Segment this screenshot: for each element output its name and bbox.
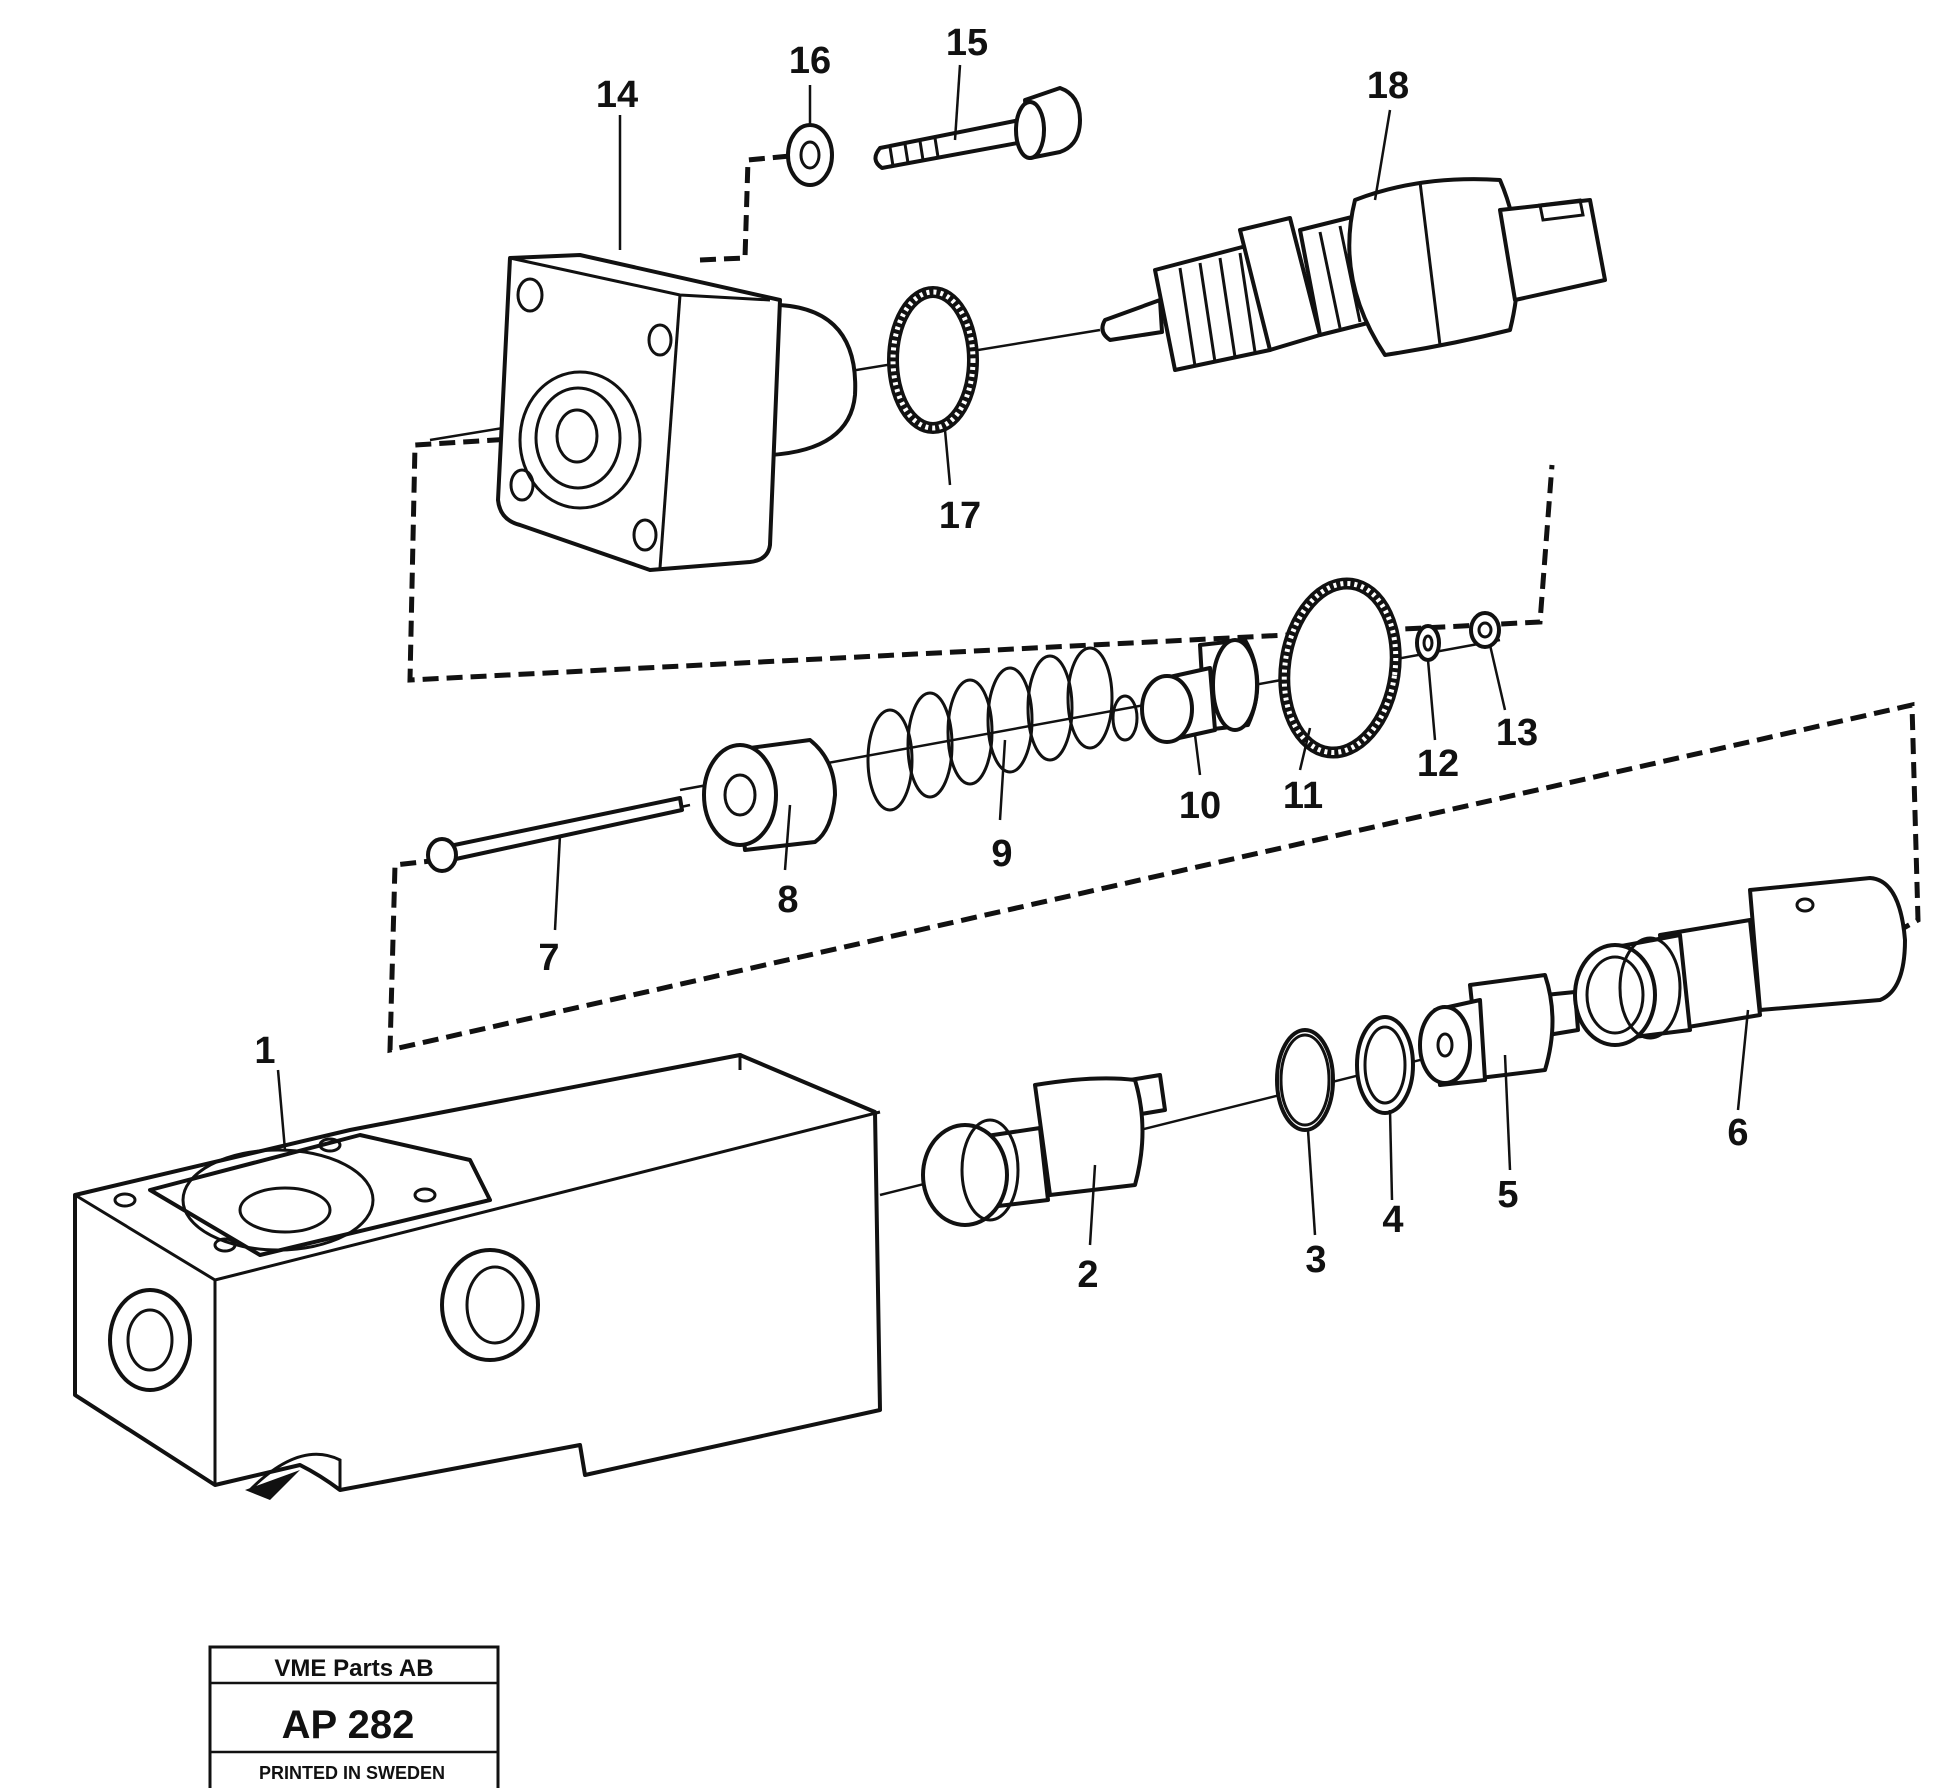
callout-2: 2 bbox=[1077, 1254, 1098, 1296]
callout-13: 13 bbox=[1496, 712, 1538, 754]
callout-17: 17 bbox=[939, 495, 981, 537]
callout-1: 1 bbox=[254, 1030, 275, 1072]
part-15-screw bbox=[873, 86, 1082, 170]
stamp-company: VME Parts AB bbox=[274, 1655, 433, 1682]
part-17-gasket bbox=[887, 286, 979, 434]
callout-5: 5 bbox=[1497, 1174, 1518, 1216]
callout-14: 14 bbox=[596, 74, 638, 116]
part-11-gasket bbox=[1278, 577, 1402, 759]
stamp-printed: PRINTED IN SWEDEN bbox=[259, 1763, 445, 1783]
callout-12: 12 bbox=[1417, 743, 1459, 785]
part-13-washer bbox=[1469, 611, 1501, 649]
part-14-cover bbox=[496, 253, 858, 572]
callout-10: 10 bbox=[1179, 785, 1221, 827]
callout-15: 15 bbox=[946, 22, 988, 64]
callout-18: 18 bbox=[1367, 65, 1409, 107]
part-9-spring bbox=[866, 646, 1139, 812]
callout-3: 3 bbox=[1305, 1239, 1326, 1281]
part-4-oring bbox=[1355, 1015, 1415, 1115]
dashed-guide-14-to-16 bbox=[699, 153, 791, 263]
callout-8: 8 bbox=[777, 879, 798, 921]
dashed-guide-7-to-6 bbox=[387, 701, 1921, 1054]
part-7-pin bbox=[426, 796, 684, 873]
callout-4: 4 bbox=[1382, 1199, 1403, 1241]
dashed-guide-14-to-13 bbox=[407, 432, 1555, 683]
part-3-oring bbox=[1275, 1028, 1335, 1132]
part-8-sleeve bbox=[702, 738, 837, 852]
callout-9: 9 bbox=[991, 833, 1012, 875]
part-5-valve bbox=[1418, 973, 1580, 1087]
part-1-housing bbox=[73, 1053, 882, 1500]
leader-lines bbox=[276, 64, 1750, 1246]
callout-11: 11 bbox=[1283, 775, 1323, 817]
callout-7: 7 bbox=[538, 937, 559, 979]
part-18-sensor bbox=[1100, 177, 1607, 372]
part-6-cartridge bbox=[1573, 876, 1907, 1047]
part-2-piston bbox=[921, 1073, 1167, 1227]
callout-16: 16 bbox=[789, 40, 831, 82]
stamp-code: AP 282 bbox=[282, 1703, 415, 1747]
part-10-plunger bbox=[1140, 638, 1260, 744]
parts-stamp: VME Parts AB AP 282 PRINTED IN SWEDEN bbox=[208, 1645, 500, 1788]
part-16-washer bbox=[786, 123, 834, 187]
part-12-seal bbox=[1415, 624, 1441, 662]
callout-6: 6 bbox=[1727, 1112, 1748, 1154]
